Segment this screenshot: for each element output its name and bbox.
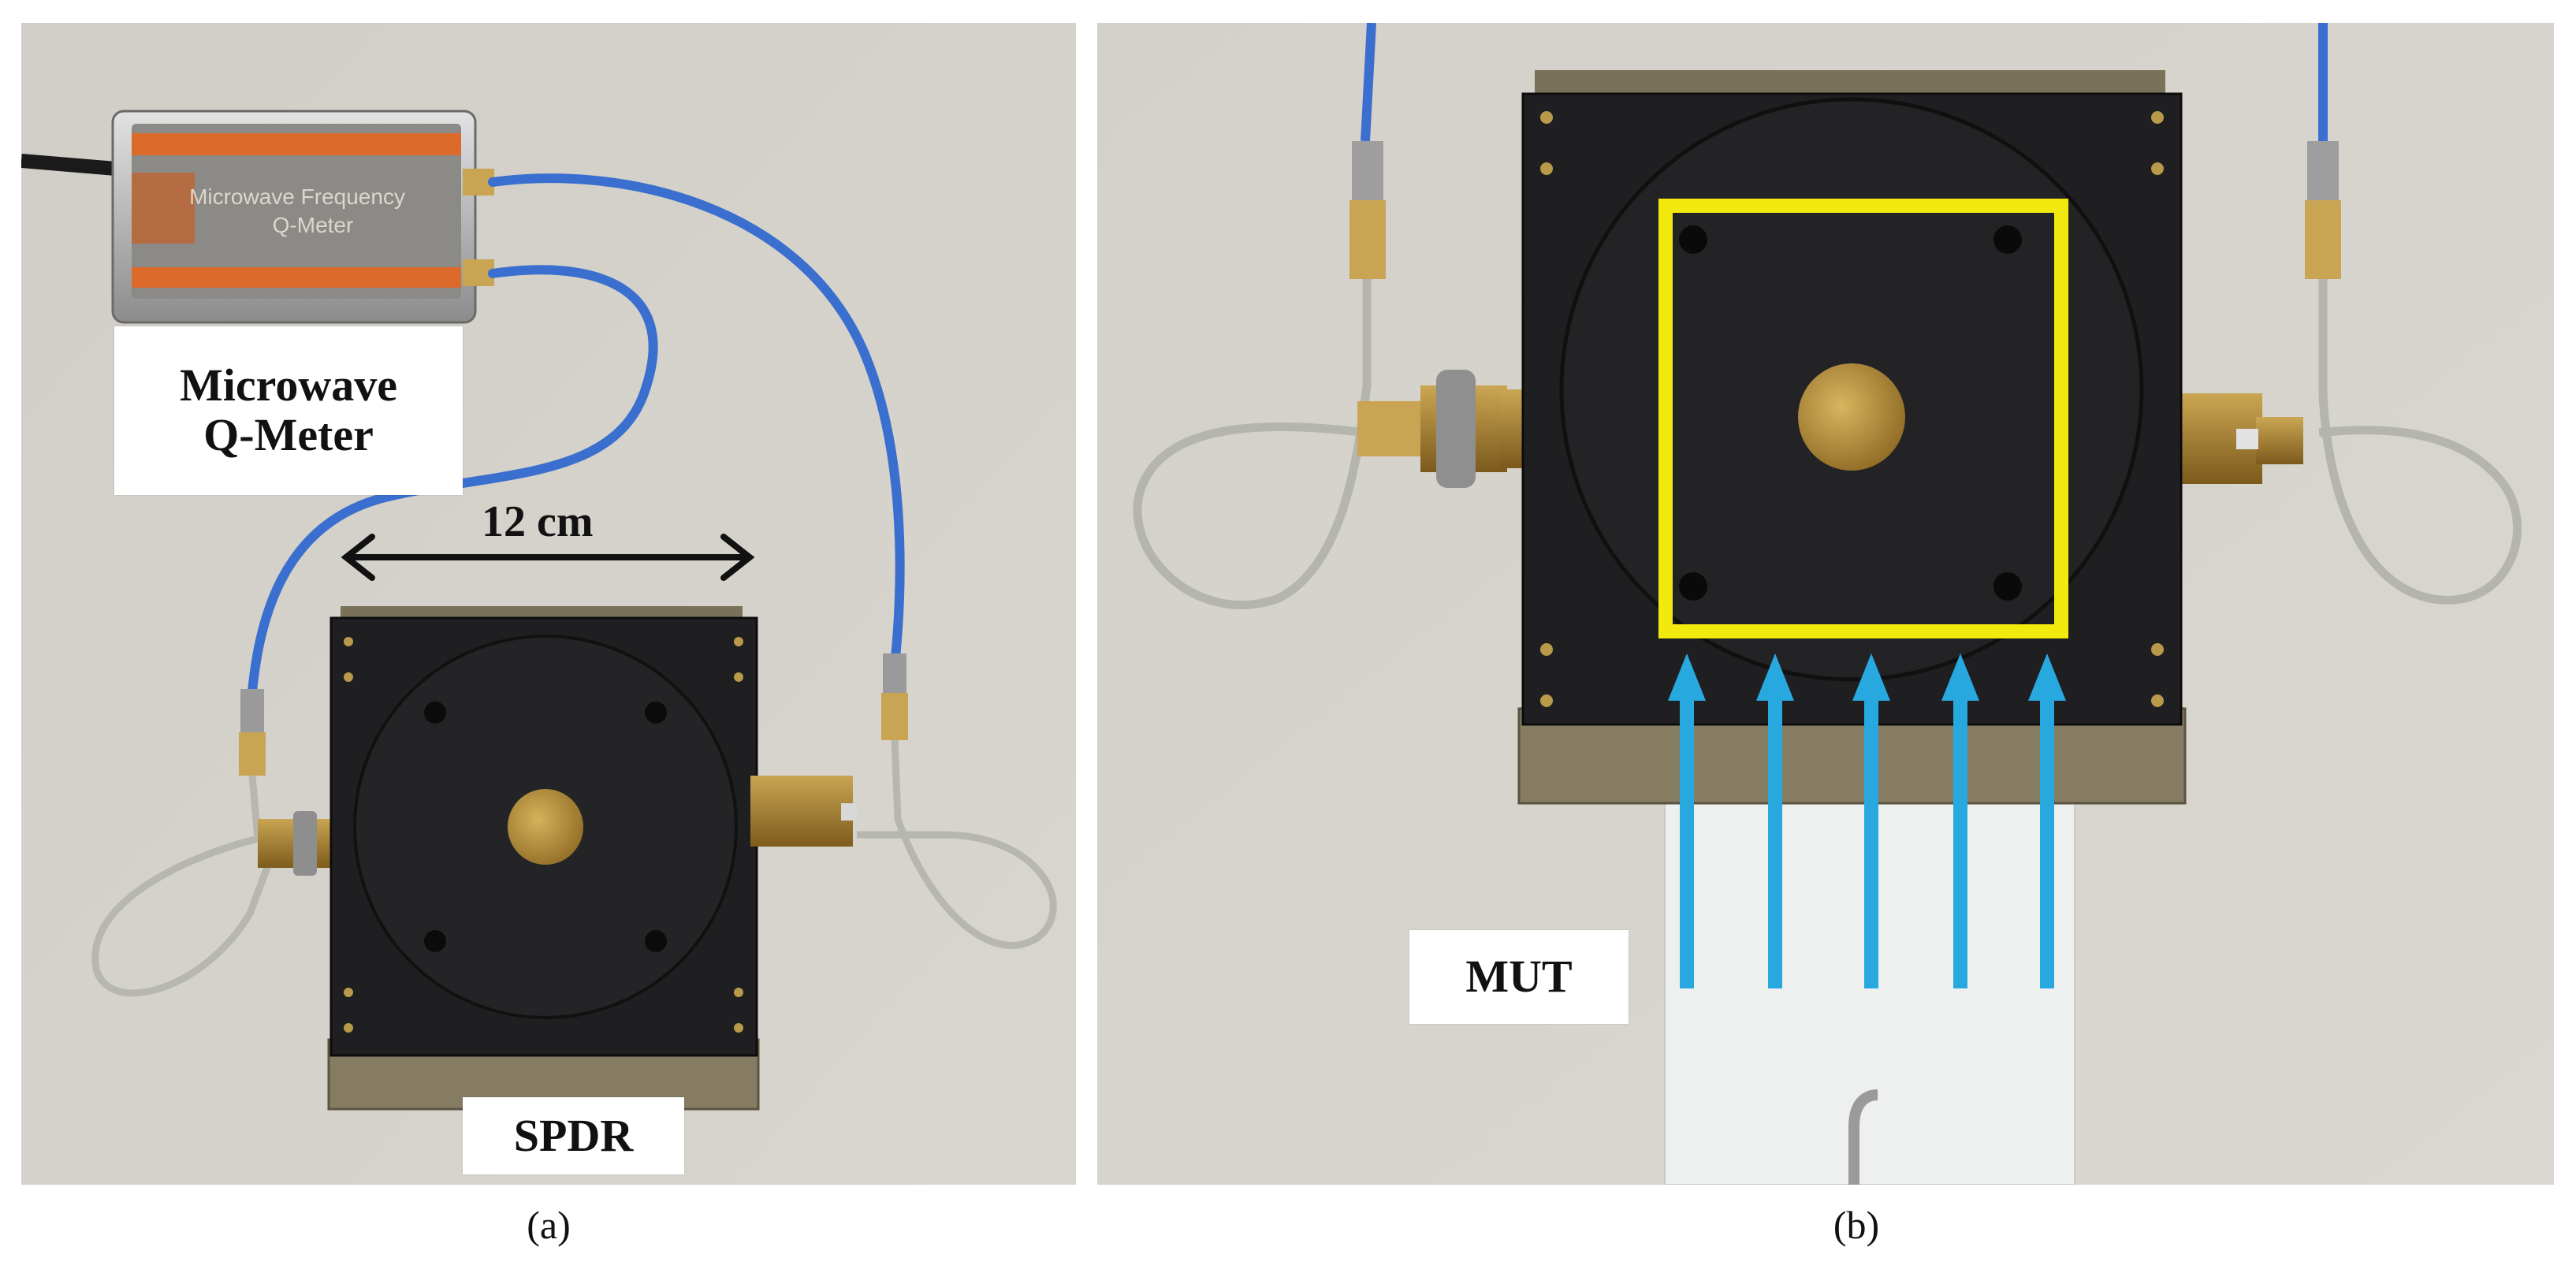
arrow-2	[1756, 653, 1794, 988]
left-connector-b	[1133, 141, 1547, 609]
arrow-5	[2028, 653, 2066, 988]
measurement-area-highlight	[1658, 199, 2068, 638]
arrow-1	[1668, 653, 1706, 988]
photo-b-scene	[1097, 23, 2554, 1185]
coax-cable-right	[488, 173, 905, 670]
spdr-label: SPDR	[463, 1097, 684, 1174]
spdr-brass-disc-b	[1798, 363, 1905, 471]
right-connector	[857, 653, 1057, 949]
caption-a: (a)	[527, 1203, 571, 1247]
q-meter-label-line1: Microwave	[180, 359, 397, 411]
coax-cable-left-b	[1361, 23, 1376, 142]
photo-panel-b: MUT	[1097, 23, 2554, 1185]
photo-a-scene: Microwave Frequency Q-Meter	[21, 23, 1076, 1185]
spdr-label-text: SPDR	[513, 1109, 634, 1161]
q-meter-label: Microwave Q-Meter	[114, 326, 463, 495]
caption-b: (b)	[1833, 1203, 1880, 1247]
mut-label: MUT	[1409, 930, 1629, 1024]
spdr-device	[329, 616, 857, 1057]
dimension-arrow	[341, 534, 755, 581]
arrow-4	[1941, 653, 1979, 988]
coax-cable-left	[247, 265, 658, 705]
power-cable	[21, 154, 117, 176]
photo-panel-a: Microwave Frequency Q-Meter	[21, 23, 1076, 1185]
q-meter-label-line2: Q-Meter	[203, 409, 374, 460]
q-meter-instrument: Microwave Frequency Q-Meter	[111, 110, 494, 324]
spdr-brass-disc	[508, 789, 583, 865]
q-meter-faceplate-line2: Q-Meter	[273, 213, 354, 237]
q-meter-faceplate-line1: Microwave Frequency	[189, 184, 405, 209]
sample-insertion-arrows	[1668, 653, 2066, 988]
dimension-label: 12 cm	[482, 497, 594, 546]
sample-holder-rod	[1848, 1089, 1878, 1185]
mut-label-text: MUT	[1465, 951, 1573, 1003]
arrow-3	[1852, 653, 1890, 988]
